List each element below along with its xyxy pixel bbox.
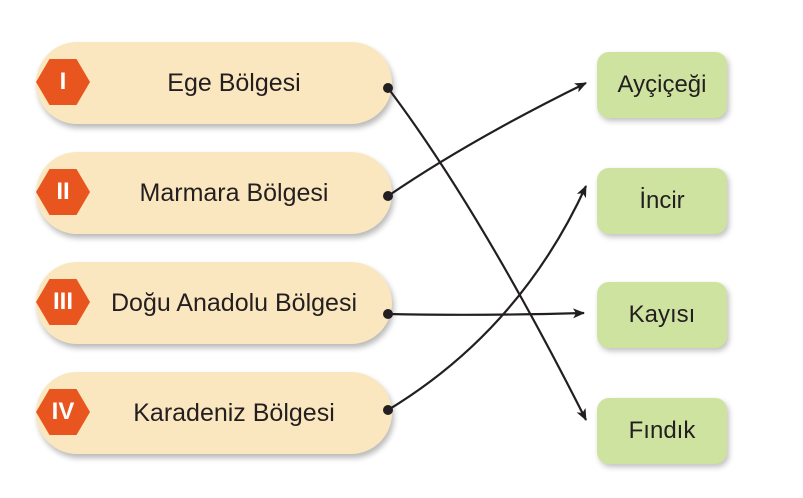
region-label-ege: Ege Bölgesi	[167, 68, 301, 97]
product-incir: İncir	[597, 168, 727, 234]
region-marmara: II Marmara Bölgesi	[36, 152, 392, 234]
region-label-karadeniz: Karadeniz Bölgesi	[133, 398, 335, 427]
region-dogu-anadolu: III Doğu Anadolu Bölgesi	[36, 262, 392, 344]
product-aycicegi: Ayçiçeği	[597, 52, 727, 118]
region-ege: I Ege Bölgesi	[36, 42, 392, 124]
region-karadeniz: IV Karadeniz Bölgesi	[36, 372, 392, 454]
link-dot-dogu-anadolu	[383, 309, 393, 319]
roman-badge-2: II	[36, 169, 90, 215]
link-dot-karadeniz	[383, 405, 393, 415]
product-kayisi: Kayısı	[597, 282, 727, 348]
region-label-dogu-anadolu: Doğu Anadolu Bölgesi	[110, 288, 358, 317]
link-dot-ege	[383, 83, 393, 93]
region-label-marmara: Marmara Bölgesi	[139, 178, 329, 207]
link-ege-findik	[387, 87, 587, 421]
link-marmara-aycicegi	[387, 82, 587, 197]
product-findik: Fındık	[597, 398, 727, 464]
link-dot-marmara	[383, 191, 393, 201]
link-dogu-anadolu-kayisi	[387, 308, 585, 319]
link-karadeniz-incir	[387, 185, 587, 411]
